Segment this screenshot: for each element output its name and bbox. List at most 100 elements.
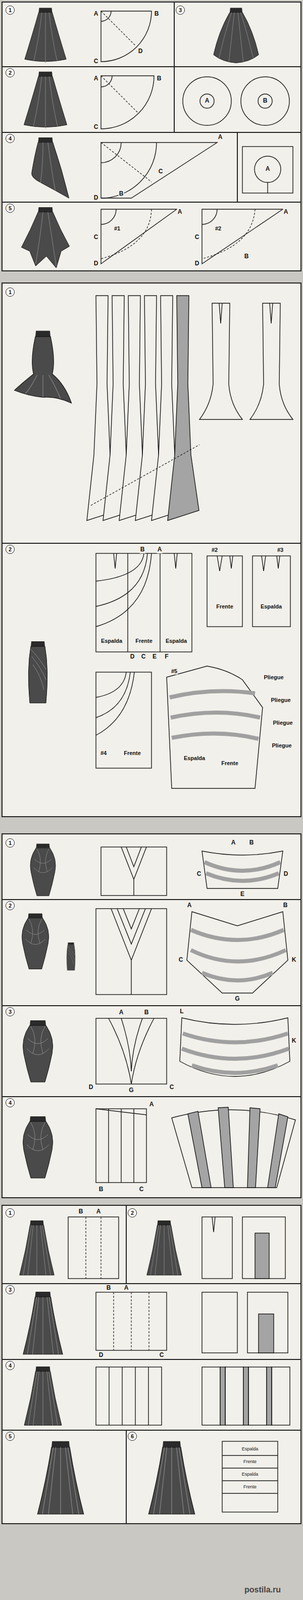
watermark: postila.ru [243,1584,282,1594]
callout-number: 6 [127,1430,137,1440]
point-letter: D [194,260,200,268]
piece-label: #2 [211,546,219,553]
point-letter: B [248,838,255,846]
callout-number: 2 [5,544,15,554]
section-frame [2,1204,301,1523]
piece-label: Espalda [241,1445,260,1451]
skirt-figure [23,1290,63,1354]
skirt-figure [24,8,67,64]
callout-number: 3 [175,5,185,15]
callout-number: 4 [5,133,15,143]
pattern-draft [101,142,122,163]
pattern-draft [207,555,243,627]
point-letter: K [291,1036,297,1044]
point-letter: D [93,194,99,202]
pattern-draft [95,846,296,1187]
pattern-draft [95,907,167,994]
point-letter: A [204,97,211,105]
pattern-draft [90,444,200,505]
skirt-figure [21,207,70,268]
point-letter: B [154,10,160,18]
piece-label: Frente [242,1457,258,1463]
pattern-draft [240,76,290,126]
pattern-draft [202,209,283,264]
section-frame [2,2,301,271]
point-letter: C [158,168,164,176]
point-letter: C [138,1185,145,1193]
pattern-draft [113,1291,149,1350]
point-letter: B [139,545,146,553]
point-letter: A [118,1008,125,1016]
pattern-draft [258,93,273,109]
point-letter: C [93,233,99,241]
pattern-draft [271,1366,290,1425]
pattern-draft [95,1291,167,1350]
section-frame [2,282,301,817]
pattern-draft [247,1291,288,1352]
pattern-draft [95,1366,162,1425]
pattern-draft [182,1032,288,1042]
pattern-draft [95,1107,147,1182]
pattern-draft [247,1106,261,1187]
point-letter: A [230,838,237,846]
point-letter: C [194,233,200,241]
skirt-figure [28,640,47,703]
callout-number: 2 [127,1207,137,1217]
pattern-draft [199,93,215,109]
skirt-figure [146,1219,182,1275]
pattern-draft [212,1216,216,1232]
pattern-draft [171,732,259,739]
skirt-figure [24,1365,62,1425]
point-letter: C [93,58,99,66]
pattern-draft [171,1108,296,1187]
pattern-draft [202,1366,221,1425]
point-letter: B [106,1283,112,1291]
section-frame [236,132,238,202]
pattern-draft [113,552,178,569]
pattern-draft [121,846,147,895]
pattern-draft [182,76,232,126]
skirt-figure [21,842,75,1178]
piece-label: #5 [170,667,178,675]
pattern-draft [258,1313,274,1352]
pattern-draft [108,1107,134,1182]
pattern-draft [190,949,286,962]
skirt-figure [23,1019,54,1082]
section-frame [2,1357,301,1359]
section-frame [2,833,301,1197]
pattern-draft [95,552,152,627]
callout-number: 4 [5,1359,15,1370]
point-letter: C [178,955,184,964]
skirt-figure [213,8,259,64]
point-letter: B [98,1185,105,1193]
section-frame [2,1204,301,1523]
point-letter: A [265,165,271,173]
point-letter: D [93,260,99,268]
skirt-figure [30,842,56,895]
piece-label: Frente [215,602,234,610]
callout-number: 1 [5,5,15,15]
pattern-draft [86,295,293,788]
point-letter: A [177,208,183,216]
pattern-draft [101,209,117,225]
section-frame [125,1429,127,1523]
pattern-draft [187,1110,212,1187]
skirt-figure [24,71,68,129]
skirt-figure [21,8,260,268]
pattern-draft [261,555,280,571]
skirt-figure [23,1115,54,1178]
pattern-draft [219,303,223,324]
pattern-draft [204,861,281,871]
callout-number: 3 [5,1006,15,1016]
section-frame [2,542,301,544]
pattern-draft [206,872,279,881]
pattern-draft [85,1216,101,1278]
point-letter: D [137,47,144,56]
callout-number: 2 [5,900,15,910]
pattern-draft [101,11,136,46]
pattern-draft [109,1366,149,1425]
skirt-figure [21,913,49,969]
pattern-draft [266,1366,272,1425]
